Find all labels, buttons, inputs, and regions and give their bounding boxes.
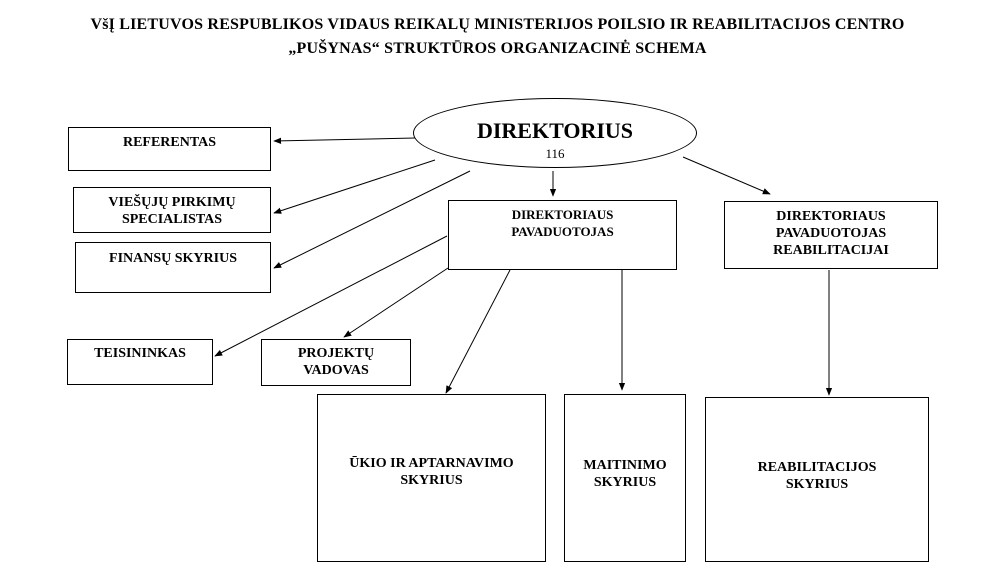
title-line-1: VšĮ LIETUVOS RESPUBLIKOS VIDAUS REIKALŲ … bbox=[90, 16, 905, 33]
node-pavaduotojas: DIREKTORIAUS PAVADUOTOJAS bbox=[448, 200, 677, 270]
node-reabilitacijos-skyrius: REABILITACIJOS SKYRIUS bbox=[705, 397, 929, 562]
node-pirkimu-specialistas: VIEŠŲJŲ PIRKIMŲ SPECIALISTAS bbox=[73, 187, 271, 233]
title-line-2: „PUŠYNAS“ STRUKTŪROS ORGANIZACINĖ SCHEMA bbox=[288, 40, 707, 57]
arrow-pavaduotojas-to-ukio bbox=[445, 269, 511, 394]
node-director-number: 116 bbox=[545, 146, 565, 161]
arrow-director-to-pirkimu bbox=[273, 159, 436, 214]
node-projektu-vadovas: PROJEKTŲ VADOVAS bbox=[261, 339, 411, 386]
node-finansu-skyrius: FINANSŲ SKYRIUS bbox=[75, 242, 271, 293]
arrow-director-to-referentas bbox=[273, 137, 416, 145]
arrow-director-to-finansu bbox=[273, 170, 471, 269]
node-ukio-skyrius: ŪKIO IR APTARNAVIMO SKYRIUS bbox=[317, 394, 546, 562]
node-director-label: DIREKTORIUS bbox=[476, 118, 634, 143]
arrow-pavaduotojas-to-teisininkas bbox=[214, 235, 448, 357]
node-referentas: REFERENTAS bbox=[68, 127, 271, 171]
node-director-ellipse bbox=[413, 98, 697, 168]
node-teisininkas: TEISININKAS bbox=[67, 339, 213, 385]
arrow-director-to-pavaduotojas-reab bbox=[682, 156, 771, 195]
node-pavaduotojas-reabilitacijai: DIREKTORIAUS PAVADUOTOJAS REABILITACIJAI bbox=[724, 201, 938, 269]
arrow-pavaduotojas-to-projektu bbox=[343, 267, 449, 338]
node-maitinimo-skyrius: MAITINIMO SKYRIUS bbox=[564, 394, 686, 562]
